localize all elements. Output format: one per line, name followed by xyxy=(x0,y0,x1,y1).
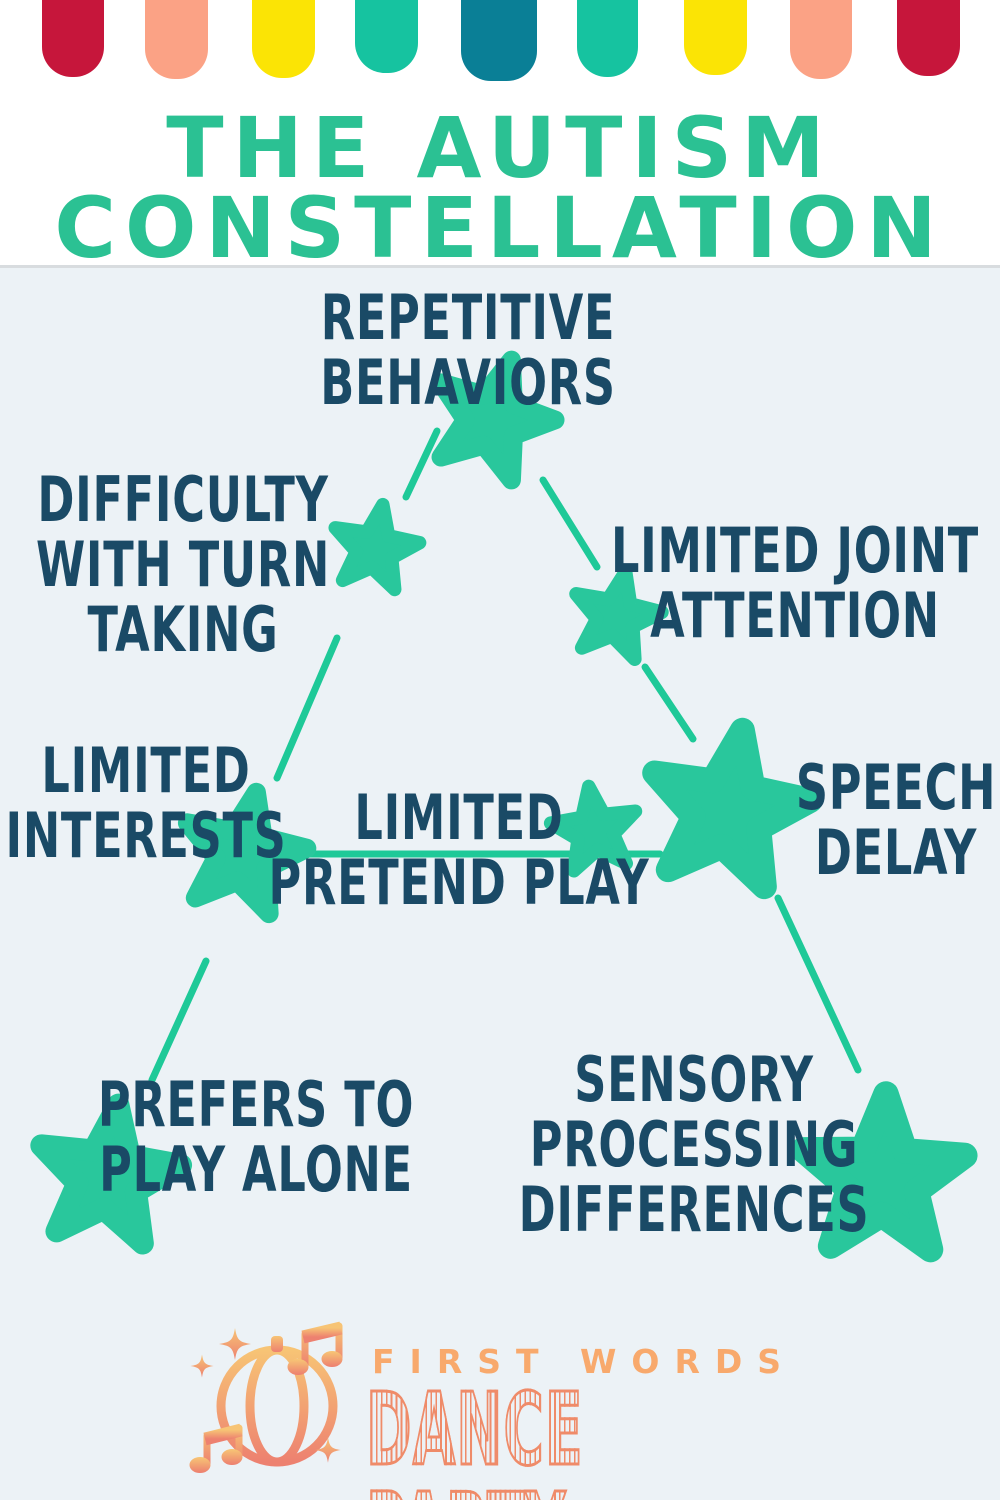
banner-stripe xyxy=(577,0,638,77)
bunting-banner xyxy=(0,0,1000,95)
brand-name-dance-party: DANCE PARTY xyxy=(365,1378,715,1500)
music-note-icon xyxy=(287,1321,343,1375)
title-line-1: THE AUTISM xyxy=(166,99,834,197)
page-title: THE AUTISM CONSTELLATION xyxy=(0,99,1000,277)
banner-stripe xyxy=(145,0,208,79)
disco-ball-icon xyxy=(189,1321,343,1473)
title-line-2: CONSTELLATION xyxy=(54,179,946,277)
banner-stripe xyxy=(897,0,960,76)
brand-name-first-words: FIRST WORDS xyxy=(372,1342,797,1381)
section-divider xyxy=(0,265,1000,268)
banner-stripe xyxy=(461,0,537,81)
footer-brand: FIRST WORDS DANCE PARTY xyxy=(0,1300,1000,1500)
banner-stripe xyxy=(790,0,852,79)
banner-stripe xyxy=(42,0,104,77)
disco-hanger xyxy=(271,1336,283,1352)
banner-stripe xyxy=(355,0,418,73)
banner-stripe xyxy=(252,0,315,78)
music-note-icon xyxy=(189,1423,243,1473)
banner-stripe xyxy=(684,0,747,75)
